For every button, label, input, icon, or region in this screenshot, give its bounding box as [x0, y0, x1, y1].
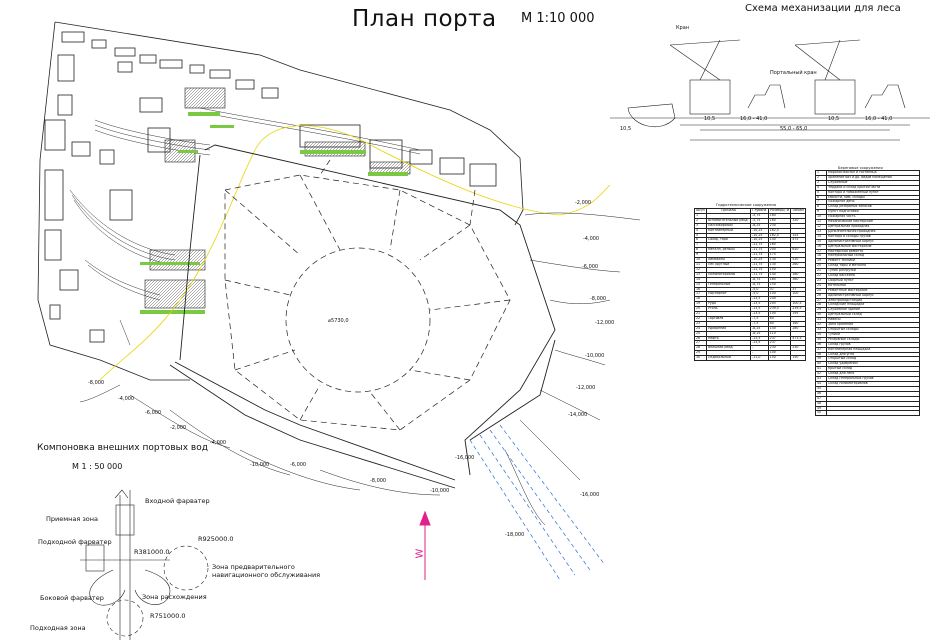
page-title: План порта [352, 6, 497, 32]
depth-label: -8,000 [370, 478, 387, 484]
outer-waters-scheme [80, 489, 209, 640]
mech-dim: 10,5 [828, 116, 840, 122]
depth-label: -6,000 [145, 410, 162, 416]
depth-label: -12,000 [595, 320, 615, 326]
mech-dim: 10,5 [704, 116, 716, 122]
depth-label: -16,000 [580, 492, 600, 498]
depth-label: -10,000 [250, 462, 270, 468]
cargo-areas [140, 112, 408, 314]
depth-contours [79, 212, 641, 526]
mech-dim: 10,5 [620, 126, 632, 132]
table-cell: Вспомогательный рейд [705, 217, 752, 224]
quay-wall [169, 144, 556, 489]
approach-channel [469, 424, 606, 581]
depth-label: -4,000 [210, 440, 227, 446]
mech-dim: 55,0 - 65,0 [780, 126, 808, 132]
mech-dim: 16,0 - 41,0 [865, 116, 893, 122]
depth-label: -14,000 [568, 412, 588, 418]
shore-table-caption: Береговые сооружения [838, 166, 883, 170]
mechanization-scheme [610, 39, 930, 141]
outer-waters-scale: М 1 : 50 000 [72, 462, 123, 471]
table-cell: Ледокольный [705, 355, 752, 362]
hydro-header-cell: Объем [790, 208, 806, 214]
depth-label: -2,000 [170, 425, 187, 431]
depth-label: -10,000 [430, 488, 450, 494]
label-reception: Приемная зона [46, 515, 99, 523]
label-prenav-zone: Зона предварительного навигационного обс… [212, 563, 321, 579]
depth-label: -8,000 [590, 296, 607, 302]
label-side-channel: Боковой фарватер [40, 594, 104, 602]
depth-label: -16,000 [455, 455, 475, 461]
table-cell: 30 [694, 355, 707, 362]
depth-label: -10,000 [585, 353, 605, 359]
table-cell: 150 [767, 355, 792, 362]
road-line [99, 125, 611, 381]
port-territory [37, 21, 524, 381]
label-r3: R751000.0 [150, 612, 186, 620]
label-r1: R925000.0 [198, 535, 234, 543]
mechanization-title: Схема механизации для леса [745, 3, 901, 14]
hydro-header-cell: Размеры, м [767, 208, 792, 214]
depth-label: -8,000 [88, 380, 105, 386]
label-entrance: Входной фарватер [145, 497, 210, 505]
table-cell: -11,0 [750, 355, 769, 362]
depth-label: -6,000 [582, 264, 599, 270]
depth-label: -6,000 [290, 462, 307, 468]
table-cell: 50 [815, 410, 827, 417]
basin-dashed-lines [224, 159, 511, 431]
north-label: W [414, 548, 426, 559]
depth-label: -4,000 [118, 396, 135, 402]
table-cell: 150 [790, 355, 806, 362]
table-cell [826, 410, 920, 417]
outer-waters-title: Компоновка внешних портовых вод [37, 443, 208, 453]
basin-diameter: ⌀5730,0 [328, 318, 349, 324]
depth-label: -2,000 [575, 200, 592, 206]
mech-dim: 16,0 - 41,0 [740, 116, 768, 122]
label-r2: R381000.0 [134, 548, 170, 556]
hydro-table-caption: Гидротехнические сооружения [716, 203, 776, 207]
hydro-header-cell: №п/п [694, 208, 707, 214]
table-row: 50 [815, 410, 920, 417]
depth-label: -12,000 [576, 385, 596, 391]
hydro-header-cell: Глубина [750, 208, 769, 214]
label-approach-zone: Подходная зона [30, 624, 86, 632]
label-approach-channel: Подходной фарватер [38, 538, 112, 546]
label-divergence: Зона расхождения [142, 593, 207, 601]
crane-label: Портальный кран [770, 70, 817, 76]
depth-label: -4,000 [583, 236, 600, 242]
warehouse-blocks [144, 87, 411, 309]
crane-label: Кран [676, 25, 690, 31]
north-arrow [419, 510, 431, 580]
depth-label: -18,000 [505, 532, 525, 538]
drawing-scale: М 1:10 000 [521, 11, 595, 26]
